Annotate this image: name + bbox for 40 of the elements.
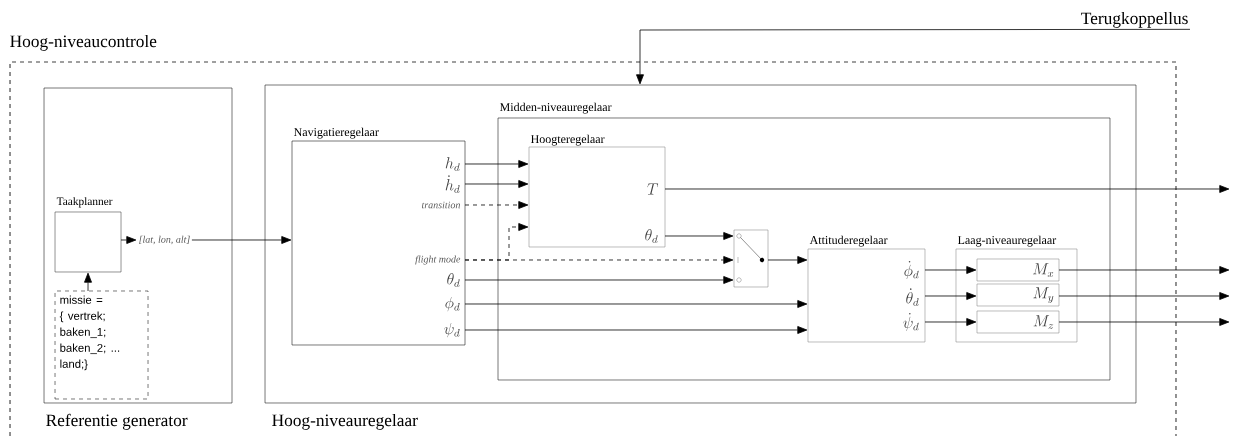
arrow: [84, 272, 92, 292]
arrow: [191, 236, 292, 244]
arrow: [464, 300, 808, 308]
moment-box: $M_z$: [976, 310, 1060, 334]
arrow: [664, 185, 1230, 193]
moment-box: $M_x$: [976, 258, 1060, 282]
arrow: [1058, 318, 1230, 326]
arrow: [767, 256, 808, 264]
arrow: [924, 292, 977, 300]
switch-drawing: [733, 229, 769, 288]
planner-box: Taakplanner: [54, 197, 122, 273]
arrow: [924, 266, 977, 274]
node-label: Laag-niveauregelaar: [957, 235, 1057, 247]
arrow: [924, 318, 977, 326]
controller-box: Hoogteregelaar $T$ $\theta_d$: [528, 134, 666, 248]
arrow: [464, 180, 529, 188]
controller-box: Navigatieregelaar $h_d$ $\dot{h}_d$ transition flight mode $\theta_d$ $\phi_d$ $\psi_d$: [291, 127, 466, 346]
node-label: Referentie generator: [46, 413, 188, 430]
arrow: [636, 28, 1191, 85]
node-label: Navigatieregelaar: [293, 127, 379, 139]
arrow: [464, 326, 808, 334]
arrow: [664, 232, 734, 240]
node-label: Hoogteregelaar: [530, 134, 605, 146]
controller-box: Attituderegelaar $\dot{\phi}_d$ $\dot{\theta}_d$ $\dot{\psi}_d$: [807, 235, 926, 343]
moment-box: $M_y$: [976, 283, 1060, 307]
arrow: [464, 201, 529, 209]
arrow: [464, 276, 734, 284]
node-label: Midden-niveauregelaar: [499, 102, 612, 114]
mission-box: missie = { vertrek; baken_1; baken_2; ... land;}: [54, 290, 149, 400]
arrow: [1058, 266, 1230, 274]
node-label: Taakplanner: [56, 197, 113, 208]
arrow: [1058, 292, 1230, 300]
node-label: Attituderegelaar: [809, 235, 888, 247]
arrow: [464, 160, 529, 168]
node-label: Hoog-niveauregelaar: [272, 413, 418, 430]
arrow: [464, 256, 734, 264]
node-label: Hoog-niveaucontrole: [10, 34, 157, 51]
signal-label: [lat, lon, alt]: [139, 235, 190, 245]
arrow: [120, 236, 137, 244]
loop-label: Terugkoppellus: [1081, 12, 1188, 28]
